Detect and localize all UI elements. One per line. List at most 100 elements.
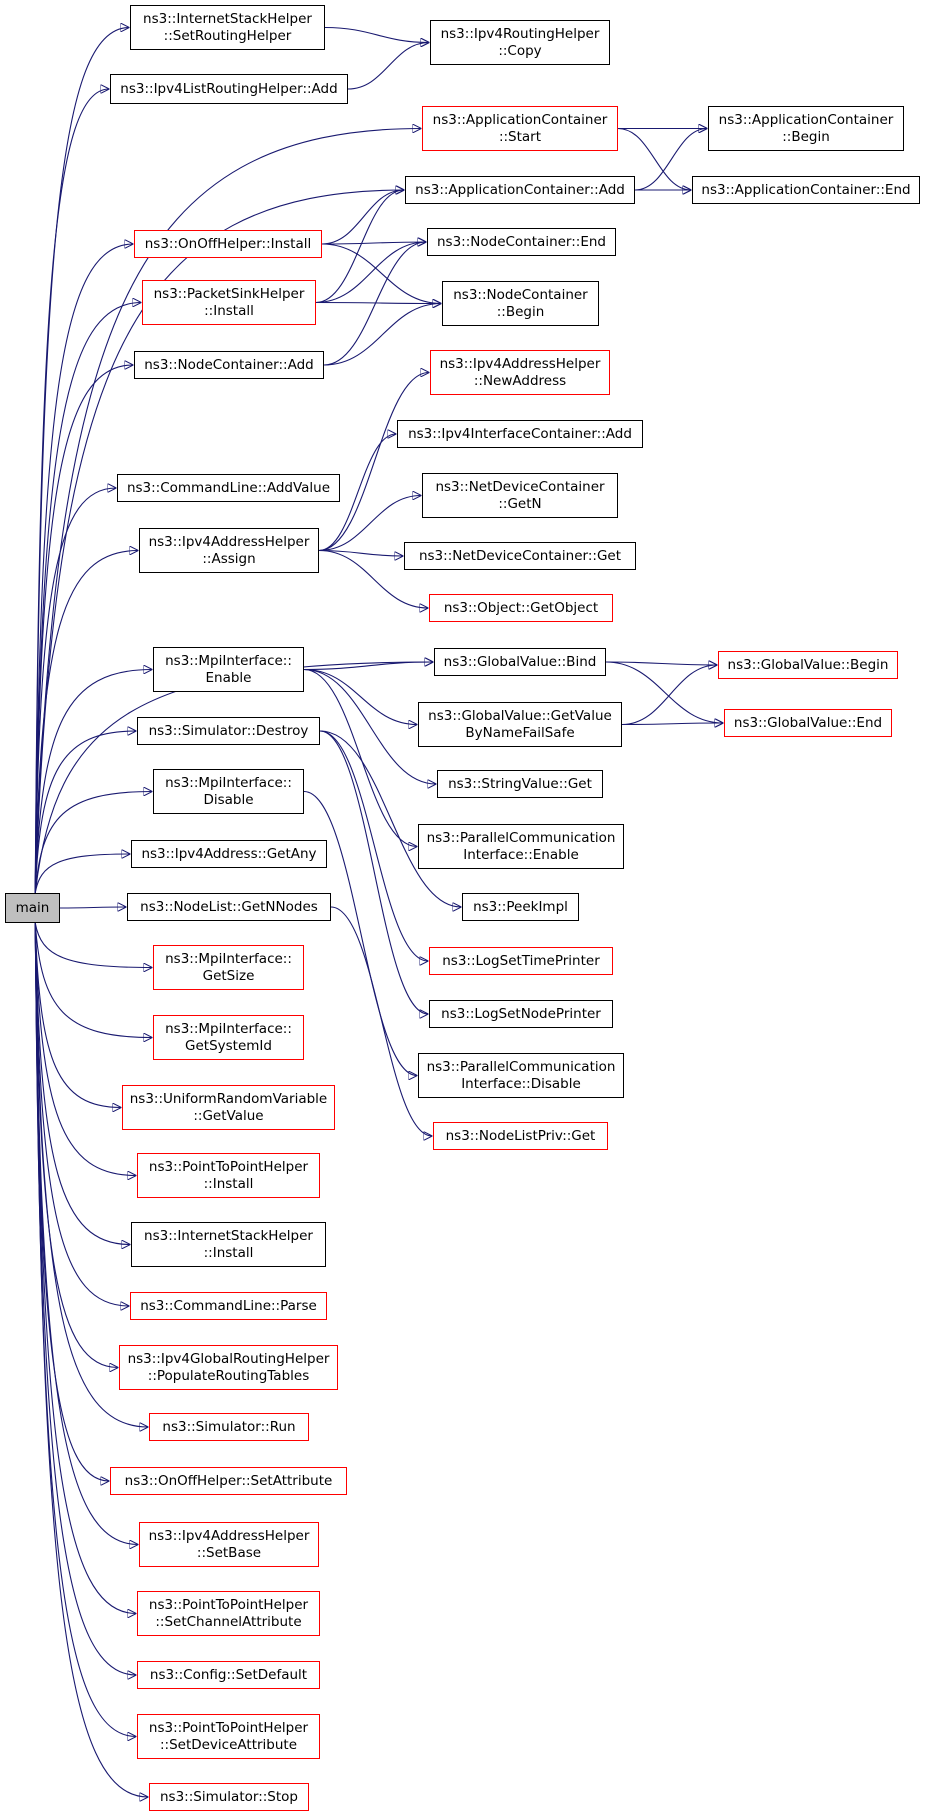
- node-ipv4ah-setbase[interactable]: ns3::Ipv4AddressHelper::SetBase: [139, 1522, 319, 1567]
- node-nc-end[interactable]: ns3::NodeContainer::End: [427, 228, 616, 256]
- node-label: ns3::PeekImpl: [473, 898, 568, 915]
- node-log-nodeprinter[interactable]: ns3::LogSetNodePrinter: [429, 1000, 613, 1028]
- node-label: ns3::GlobalValue::End: [733, 714, 883, 731]
- edge-gv-bind-to-gv-end: [605, 661, 723, 723]
- node-p2p-setdevice[interactable]: ns3::PointToPointHelper::SetDeviceAttrib…: [137, 1714, 320, 1759]
- node-ish-setrouting[interactable]: ns3::InternetStackHelper::SetRoutingHelp…: [130, 5, 325, 50]
- edge-main-to-ipv4addr-getany: [34, 854, 130, 894]
- node-appc-end[interactable]: ns3::ApplicationContainer::End: [692, 176, 920, 204]
- node-label: ns3::OnOffHelper::SetAttribute: [124, 1472, 333, 1489]
- node-label: ns3::Ipv4GlobalRoutingHelper: [127, 1350, 330, 1367]
- node-obj-getobject[interactable]: ns3::Object::GetObject: [429, 594, 613, 622]
- edge-onoff-install-to-nc-begin: [321, 243, 441, 304]
- node-label: ns3::PointToPointHelper: [148, 1719, 309, 1736]
- node-mpi-getsize[interactable]: ns3::MpiInterface::GetSize: [153, 945, 304, 990]
- node-cmd-parse[interactable]: ns3::CommandLine::Parse: [130, 1292, 327, 1320]
- node-p2p-setchannel[interactable]: ns3::PointToPointHelper::SetChannelAttri…: [137, 1591, 320, 1636]
- node-nl-getnnodes[interactable]: ns3::NodeList::GetNNodes: [127, 893, 331, 921]
- edge-main-to-mpi-enable: [34, 670, 152, 894]
- node-log-timeprinter[interactable]: ns3::LogSetTimePrinter: [429, 947, 613, 975]
- node-label: ns3::CommandLine::AddValue: [126, 479, 331, 496]
- edge-gv-getvalue-to-gv-end: [621, 723, 723, 725]
- edge-appc-add-to-appc-begin: [634, 129, 707, 191]
- node-label: ns3::ParallelCommunication: [426, 1058, 616, 1075]
- node-label: ::Begin: [782, 128, 830, 145]
- node-label: ::Begin: [496, 303, 545, 320]
- node-appc-add[interactable]: ns3::ApplicationContainer::Add: [405, 176, 635, 204]
- node-label: ns3::Ipv4AddressHelper: [148, 1527, 310, 1544]
- node-appc-start[interactable]: ns3::ApplicationContainer::Start: [422, 106, 618, 151]
- node-label: ::Start: [498, 128, 542, 145]
- node-mpi-enable[interactable]: ns3::MpiInterface::Enable: [153, 647, 304, 692]
- edge-main-to-mpi-getsystemid: [34, 922, 152, 1038]
- node-label: ::Assign: [202, 550, 256, 567]
- node-gv-end[interactable]: ns3::GlobalValue::End: [724, 709, 892, 737]
- node-ndc-getn[interactable]: ns3::NetDeviceContainer::GetN: [422, 473, 618, 518]
- edge-main-to-gv-bind: [34, 662, 433, 894]
- node-onoff-setattr[interactable]: ns3::OnOffHelper::SetAttribute: [110, 1467, 347, 1495]
- edge-main-to-ipv4ah-setbase: [34, 922, 138, 1545]
- node-label: ns3::GlobalValue::Bind: [443, 653, 597, 670]
- node-label: ns3::NodeContainer: [453, 286, 588, 303]
- node-onoff-install[interactable]: ns3::OnOffHelper::Install: [134, 230, 322, 258]
- node-urv-getvalue[interactable]: ns3::UniformRandomVariable::GetValue: [122, 1085, 335, 1130]
- node-appc-begin[interactable]: ns3::ApplicationContainer::Begin: [708, 106, 904, 151]
- node-ipv4addr-getany[interactable]: ns3::Ipv4Address::GetAny: [131, 840, 327, 868]
- node-peekimpl[interactable]: ns3::PeekImpl: [462, 893, 579, 921]
- edge-gv-bind-to-gv-begin: [605, 662, 717, 665]
- node-label: ns3::ApplicationContainer::Add: [415, 181, 625, 198]
- node-sim-stop[interactable]: ns3::Simulator::Stop: [149, 1783, 309, 1811]
- node-ipv4ah-newaddr[interactable]: ns3::Ipv4AddressHelper::NewAddress: [430, 350, 610, 395]
- node-p2p-install[interactable]: ns3::PointToPointHelper::Install: [137, 1153, 320, 1198]
- edge-ipv4list-add-to-ipv4rh-copy: [347, 43, 429, 90]
- node-label: ns3::ApplicationContainer: [432, 111, 608, 128]
- node-ipv4rh-copy[interactable]: ns3::Ipv4RoutingHelper::Copy: [430, 20, 610, 65]
- node-nc-begin[interactable]: ns3::NodeContainer::Begin: [442, 281, 599, 326]
- edge-mpi-disable-to-pci-disable: [303, 790, 417, 1076]
- edge-sim-destroy-to-log-timeprinter: [319, 730, 428, 961]
- node-cmd-addvalue[interactable]: ns3::CommandLine::AddValue: [117, 474, 340, 502]
- node-label: ::SetDeviceAttribute: [159, 1736, 298, 1753]
- node-ish-install[interactable]: ns3::InternetStackHelper::Install: [131, 1222, 326, 1267]
- edge-mpi-enable-to-gv-bind: [303, 662, 433, 671]
- node-label: ::Copy: [498, 42, 542, 59]
- node-ipv4list-add[interactable]: ns3::Ipv4ListRoutingHelper::Add: [110, 74, 348, 104]
- node-mpi-getsystemid[interactable]: ns3::MpiInterface::GetSystemId: [153, 1015, 304, 1060]
- node-gv-begin[interactable]: ns3::GlobalValue::Begin: [718, 651, 898, 679]
- node-sim-run[interactable]: ns3::Simulator::Run: [149, 1413, 309, 1441]
- node-label: ns3::GlobalValue::GetValue: [428, 707, 612, 724]
- edge-main-to-ipv4ah-assign: [34, 551, 138, 894]
- edge-ipv4ah-assign-to-ipv4ah-newaddr: [318, 373, 429, 552]
- node-label: ns3::NodeList::GetNNodes: [140, 898, 318, 915]
- node-gv-bind[interactable]: ns3::GlobalValue::Bind: [434, 648, 606, 676]
- node-nlpriv-get[interactable]: ns3::NodeListPriv::Get: [433, 1122, 608, 1150]
- node-ipv4ah-assign[interactable]: ns3::Ipv4AddressHelper::Assign: [139, 528, 319, 573]
- node-label: ns3::Simulator::Run: [162, 1418, 296, 1435]
- node-mpi-disable[interactable]: ns3::MpiInterface::Disable: [153, 769, 304, 814]
- node-ipv4grh-populate[interactable]: ns3::Ipv4GlobalRoutingHelper::PopulateRo…: [119, 1345, 338, 1390]
- node-config-setdefault[interactable]: ns3::Config::SetDefault: [137, 1661, 320, 1689]
- edge-psh-install-to-nc-begin: [315, 303, 441, 304]
- node-sim-destroy[interactable]: ns3::Simulator::Destroy: [137, 717, 320, 745]
- node-label: ns3::UniformRandomVariable: [129, 1090, 328, 1107]
- node-ipv4ic-add[interactable]: ns3::Ipv4InterfaceContainer::Add: [397, 420, 643, 448]
- node-label: ns3::OnOffHelper::Install: [144, 235, 312, 252]
- node-main[interactable]: main: [5, 893, 60, 923]
- node-label: ::PopulateRoutingTables: [147, 1367, 310, 1384]
- edge-main-to-appc-start: [34, 129, 421, 894]
- node-psh-install[interactable]: ns3::PacketSinkHelper::Install: [142, 280, 316, 325]
- edge-main-to-sim-run: [34, 922, 148, 1427]
- node-label: ns3::MpiInterface::: [165, 652, 292, 669]
- node-label: Enable: [205, 669, 252, 686]
- edge-mpi-enable-to-sv-get: [303, 668, 436, 785]
- node-sv-get[interactable]: ns3::StringValue::Get: [437, 770, 603, 798]
- edge-mpi-enable-to-gv-getvalue: [303, 668, 417, 725]
- node-label: ns3::GlobalValue::Begin: [727, 656, 889, 673]
- node-label: ns3::Simulator::Stop: [160, 1788, 298, 1805]
- node-nc-add[interactable]: ns3::NodeContainer::Add: [134, 351, 324, 379]
- node-ndc-get[interactable]: ns3::NetDeviceContainer::Get: [404, 542, 636, 570]
